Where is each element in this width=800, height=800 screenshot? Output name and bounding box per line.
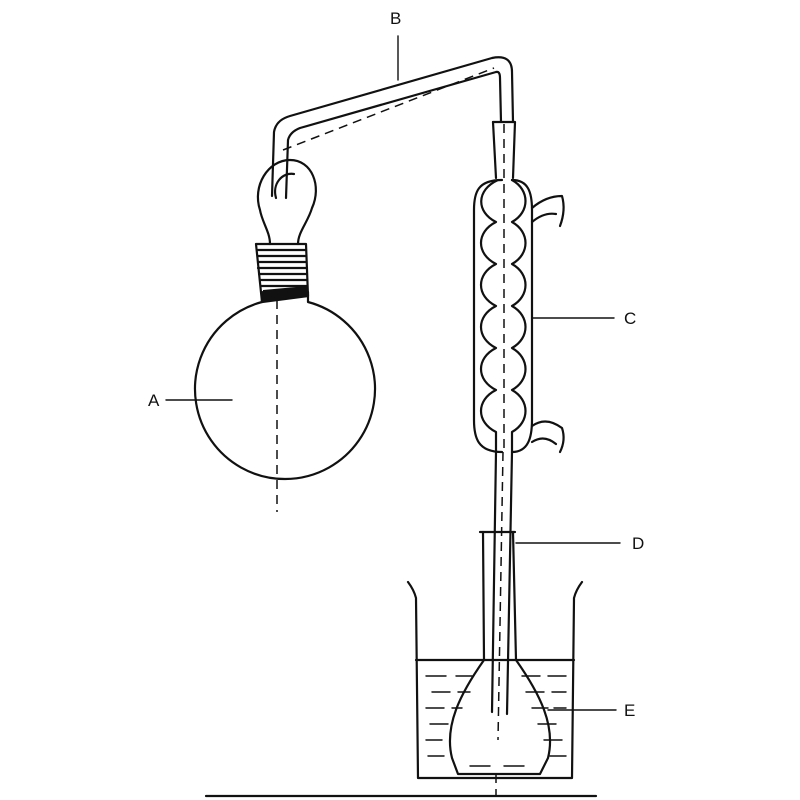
label-B: B: [390, 9, 401, 28]
thread-lines: [256, 248, 309, 288]
cooling-beaker: [406, 580, 584, 780]
leader-lines: [165, 35, 621, 711]
round-bottom-flask: [193, 290, 377, 512]
label-A: A: [148, 391, 160, 410]
bulb-condenser: [472, 120, 565, 454]
label-E: E: [624, 701, 635, 720]
threaded-stopper: [254, 242, 310, 304]
delivery-tube: [270, 56, 515, 200]
adapter-tube: [490, 450, 514, 741]
label-C: C: [624, 309, 636, 328]
water-hatching: [425, 675, 567, 767]
label-D: D: [632, 534, 644, 553]
splash-bulb-adapter: [256, 158, 317, 246]
